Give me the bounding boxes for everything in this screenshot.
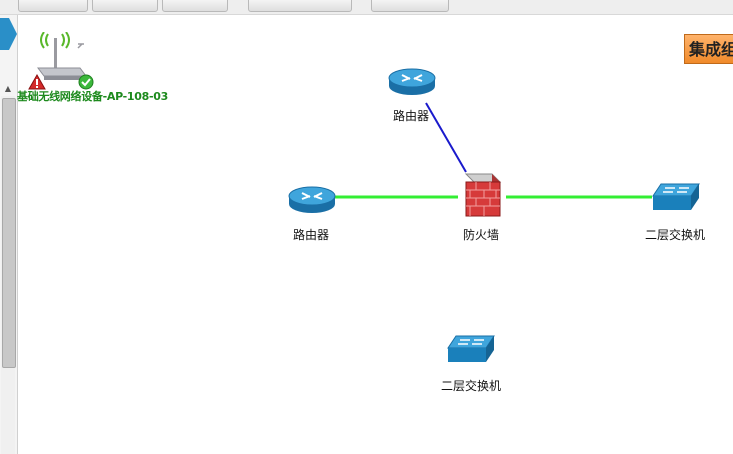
- top-toolbar: [0, 0, 733, 15]
- scrollbar-thumb[interactable]: [2, 98, 16, 368]
- collapse-arrow-icon[interactable]: [0, 18, 17, 50]
- scroll-up-icon[interactable]: ▲: [4, 84, 12, 93]
- toolbar-button[interactable]: [248, 0, 352, 12]
- toolbar-button[interactable]: [162, 0, 228, 12]
- router-icon[interactable]: [388, 66, 436, 96]
- toolbar-button[interactable]: [371, 0, 449, 12]
- warning-icon: [28, 74, 46, 90]
- switch-icon[interactable]: [446, 334, 496, 364]
- router-icon[interactable]: [288, 184, 336, 214]
- wireless-device-label: 基础无线网络设备-AP-108-03: [17, 90, 168, 103]
- node-label-switch: 二层交换机: [644, 228, 705, 242]
- wireless-ap-icon[interactable]: [30, 32, 94, 90]
- check-icon: [78, 74, 94, 90]
- toolbar-button[interactable]: [92, 0, 158, 12]
- node-label-router: 路由器: [392, 109, 429, 123]
- link-router-firewall[interactable]: [425, 102, 467, 173]
- node-label-switch: 二层交换机: [440, 379, 501, 393]
- node-label-firewall: 防火墙: [462, 228, 499, 242]
- firewall-icon[interactable]: [460, 172, 502, 218]
- toolbar-button[interactable]: [18, 0, 88, 12]
- switch-icon[interactable]: [651, 182, 701, 212]
- node-label-router: 路由器: [292, 228, 329, 242]
- integration-group-button[interactable]: 集成组: [684, 34, 733, 64]
